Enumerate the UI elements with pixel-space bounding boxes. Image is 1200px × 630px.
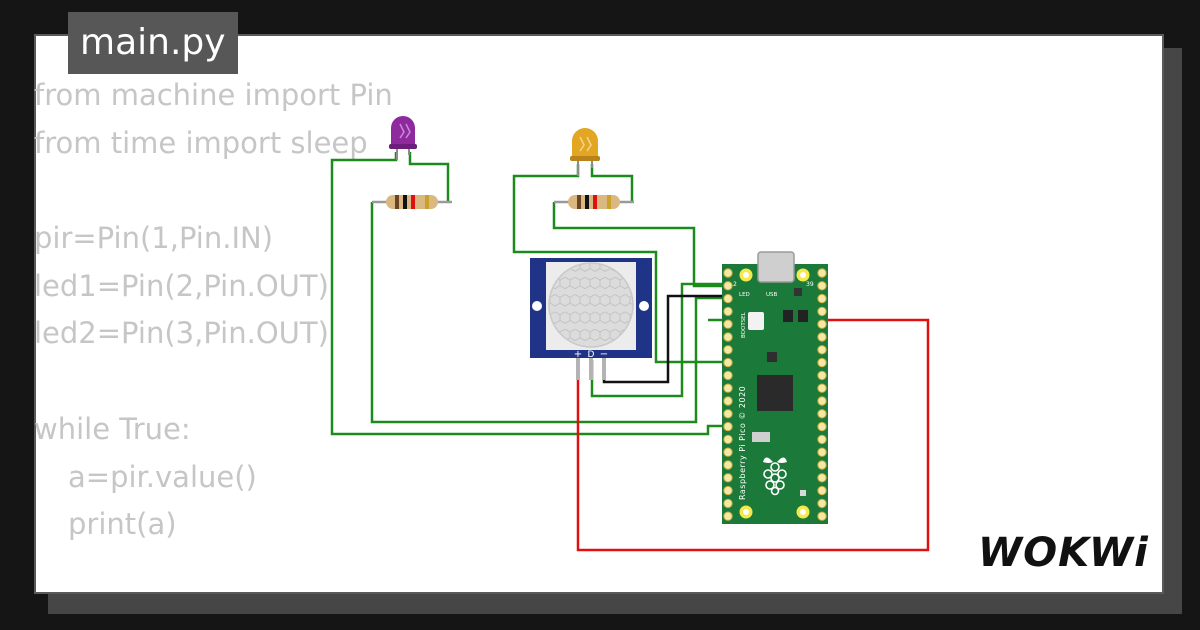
pico-pin[interactable] bbox=[723, 345, 733, 355]
wire-pir-data[interactable] bbox=[590, 282, 730, 398]
raspberry-pi-pico[interactable]: 2 39 LED USB BOOTSEL Raspberry Pi Pico ©… bbox=[722, 251, 828, 524]
pico-pin[interactable] bbox=[723, 396, 733, 406]
code-line: pir=Pin(1,Pin.IN) bbox=[34, 221, 274, 256]
amber-led[interactable] bbox=[570, 128, 600, 176]
pico-pin[interactable] bbox=[723, 511, 733, 521]
code-line: print(a) bbox=[68, 507, 177, 542]
label-usb: USB bbox=[766, 292, 778, 298]
pico-pin[interactable] bbox=[817, 268, 827, 278]
label-pin-2: 2 bbox=[733, 281, 737, 288]
pico-pin[interactable] bbox=[817, 511, 827, 521]
pico-pin[interactable] bbox=[817, 319, 827, 329]
pir-sensor[interactable]: + D − bbox=[530, 258, 652, 380]
pico-pin[interactable] bbox=[817, 281, 827, 291]
purple-led[interactable] bbox=[389, 116, 417, 160]
code-line: led1=Pin(2,Pin.OUT) bbox=[34, 268, 329, 303]
wire-resistor2-to-pico[interactable] bbox=[552, 202, 730, 288]
pir-mount-hole-right bbox=[639, 301, 649, 311]
code-line: a=pir.value() bbox=[68, 459, 257, 494]
pico-pin[interactable] bbox=[723, 409, 733, 419]
pico-pin[interactable] bbox=[723, 281, 733, 291]
resistor-1[interactable] bbox=[372, 195, 452, 209]
bootsel-button[interactable] bbox=[748, 312, 764, 330]
label-led: LED bbox=[739, 292, 750, 298]
pico-pin[interactable] bbox=[817, 434, 827, 445]
wire-amber-led-resistor[interactable] bbox=[590, 164, 634, 202]
wire-resistor1-to-pico[interactable] bbox=[370, 202, 730, 424]
pico-pin[interactable] bbox=[723, 485, 733, 496]
pico-pin[interactable] bbox=[723, 357, 733, 368]
pir-pin-plus: + bbox=[574, 349, 582, 360]
pico-pin[interactable] bbox=[723, 268, 733, 278]
pico-silkscreen: Raspberry Pi Pico © 2020 bbox=[738, 386, 747, 500]
wokwi-logo-text: WOKWi bbox=[978, 530, 1149, 576]
pico-pin[interactable] bbox=[817, 421, 827, 432]
pico-pin[interactable] bbox=[817, 498, 827, 509]
pico-pin[interactable] bbox=[723, 306, 733, 317]
wire-purple-led-resistor[interactable] bbox=[408, 152, 450, 202]
pico-pin[interactable] bbox=[723, 383, 733, 393]
pico-pin[interactable] bbox=[817, 293, 827, 304]
pico-pin[interactable] bbox=[817, 447, 827, 457]
pico-pin[interactable] bbox=[723, 421, 733, 432]
label-pin-39: 39 bbox=[806, 281, 814, 288]
pico-pin[interactable] bbox=[817, 357, 827, 368]
pir-pin-data: D bbox=[588, 350, 595, 360]
pico-pin[interactable] bbox=[723, 460, 733, 470]
pico-pin[interactable] bbox=[817, 370, 827, 381]
pico-pin[interactable] bbox=[723, 319, 733, 329]
label-bootsel: BOOTSEL bbox=[741, 311, 747, 338]
code-line: from machine import Pin bbox=[34, 78, 393, 112]
pico-pin[interactable] bbox=[723, 498, 733, 509]
pir-mount-hole-left bbox=[532, 301, 542, 311]
pir-pin-minus: − bbox=[600, 349, 608, 360]
pico-pin[interactable] bbox=[817, 409, 827, 419]
pico-pin[interactable] bbox=[723, 332, 733, 342]
pico-pin[interactable] bbox=[817, 383, 827, 393]
pico-pin[interactable] bbox=[817, 332, 827, 342]
pico-pins-left bbox=[723, 268, 733, 521]
usb-connector bbox=[757, 251, 795, 283]
pico-pin[interactable] bbox=[817, 345, 827, 355]
pico-pin[interactable] bbox=[817, 473, 827, 483]
pico-pin[interactable] bbox=[723, 434, 733, 445]
wire-pir-power[interactable] bbox=[576, 318, 930, 552]
pico-pin[interactable] bbox=[817, 396, 827, 406]
code-line: led2=Pin(3,Pin.OUT) bbox=[34, 316, 329, 351]
pico-pin[interactable] bbox=[723, 370, 733, 381]
rp2040-chip bbox=[757, 375, 793, 411]
pico-pin[interactable] bbox=[723, 293, 733, 304]
pico-pin[interactable] bbox=[817, 306, 827, 317]
raspberry-logo-icon bbox=[763, 457, 787, 496]
pico-pin[interactable] bbox=[817, 485, 827, 496]
code-line: while True: bbox=[34, 411, 191, 446]
resistor-2[interactable] bbox=[554, 195, 634, 209]
pico-pin[interactable] bbox=[723, 473, 733, 483]
wokwi-logo[interactable]: WOKWi bbox=[976, 526, 1150, 578]
file-tab[interactable]: main.py bbox=[68, 12, 238, 74]
pico-pins-right bbox=[817, 268, 827, 521]
pico-pin[interactable] bbox=[817, 460, 827, 470]
code-preview: from machine import Pin from time import… bbox=[34, 72, 393, 549]
pico-pin[interactable] bbox=[723, 447, 733, 457]
code-line: from time import sleep bbox=[34, 125, 368, 160]
